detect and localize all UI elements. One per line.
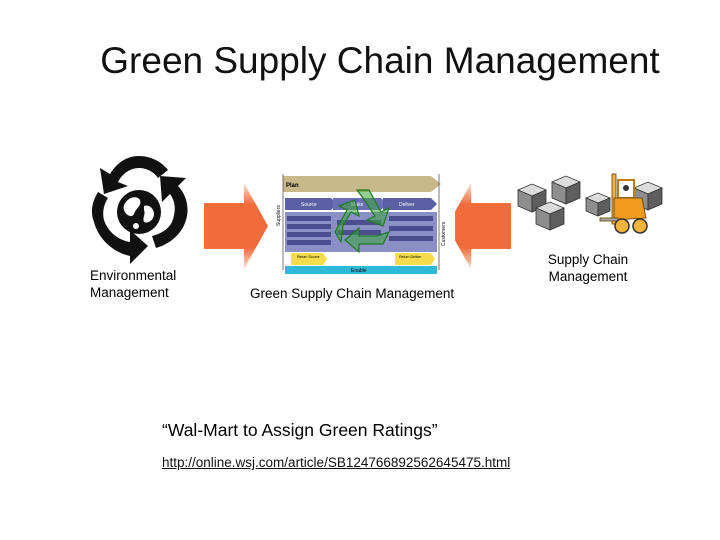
arrow-left-icon — [447, 183, 511, 269]
plan-label: Plan — [286, 183, 299, 189]
scor-diagram: Plan Suppliers Customers Source Make Del… — [271, 160, 455, 286]
right-label-line2: Management — [548, 269, 628, 284]
suppliers-label: Suppliers — [276, 205, 282, 226]
recycle-arrows-icon — [334, 189, 391, 254]
article-quote: “Wal-Mart to Assign Green Ratings” — [162, 420, 438, 440]
left-label-line2: Management — [90, 285, 169, 300]
return-source-label: Return Source — [297, 255, 320, 259]
deliver-label: Deliver — [399, 202, 415, 208]
enable-bar — [285, 266, 437, 274]
green-scm-caption: Green Supply Chain Management — [250, 286, 455, 301]
arrow-right-icon — [204, 183, 268, 269]
make-label: Make — [351, 202, 363, 208]
return-source-bar — [291, 253, 327, 265]
source-label: Source — [301, 202, 317, 208]
source-chevron — [285, 198, 337, 210]
recycle-earth-icon — [91, 156, 188, 264]
supply-chain-management-label: Supply Chain Management — [528, 251, 648, 285]
environmental-management-label: Environmental Management — [90, 267, 176, 301]
enable-label: Enable — [351, 268, 367, 274]
right-label-line1: Supply Chain — [547, 252, 629, 267]
left-label-line1: Environmental — [90, 268, 177, 283]
deliver-chevron — [383, 198, 437, 210]
return-deliver-bar — [395, 253, 435, 265]
article-link[interactable]: http://online.wsj.com/article/SB12476689… — [162, 455, 511, 470]
forklift-boxes-icon — [516, 173, 664, 234]
return-deliver-label: Return Deliver — [399, 255, 422, 259]
slide-title: Green Supply Chain Management — [100, 40, 660, 81]
customers-label: Customers — [441, 221, 447, 246]
plan-bar — [283, 176, 441, 192]
